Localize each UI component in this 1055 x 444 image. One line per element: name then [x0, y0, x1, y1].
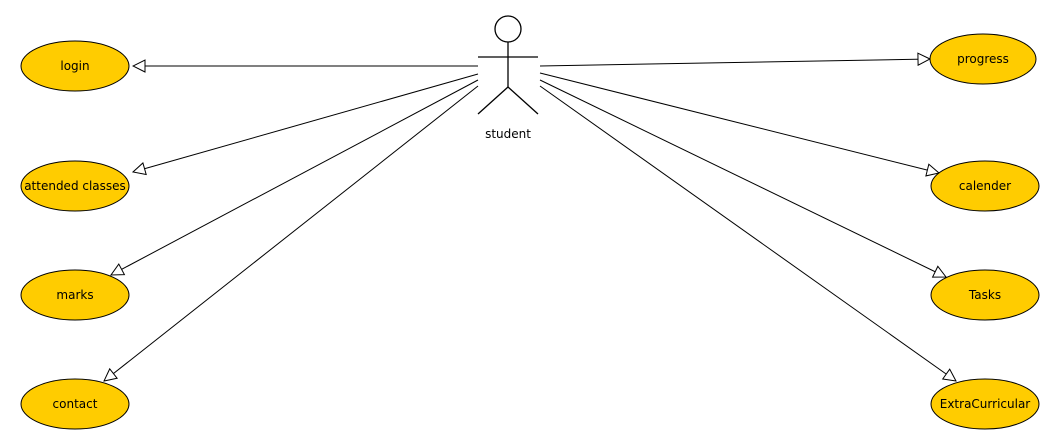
associations	[104, 59, 956, 381]
use-case-label: marks	[56, 288, 93, 302]
use-case-contact[interactable]: contact	[20, 378, 130, 430]
use-case-label: Tasks	[968, 288, 1001, 302]
use-case-calender[interactable]: calender	[930, 160, 1040, 212]
association-contact	[104, 85, 479, 381]
use-case-progress[interactable]: progress	[929, 33, 1037, 85]
use-case-tasks[interactable]: Tasks	[930, 269, 1040, 321]
use-case-label: ExtraCurricular	[940, 397, 1031, 411]
use-case-label: calender	[959, 179, 1011, 193]
use-case-label: contact	[53, 397, 98, 411]
association-marks	[111, 79, 479, 275]
association-progress	[539, 59, 930, 67]
use-case-attended-classes[interactable]: attended classes	[20, 160, 130, 212]
use-case-marks[interactable]: marks	[20, 269, 130, 321]
stick-figure-icon	[477, 15, 539, 115]
actor-label: student	[485, 127, 531, 141]
association-attended-classes	[133, 73, 479, 172]
use-case-label: login	[60, 59, 89, 73]
use-case-login[interactable]: login	[20, 40, 130, 92]
use-case-label: progress	[957, 52, 1009, 66]
association-extracurricular	[539, 85, 956, 381]
use-case-label: attended classes	[24, 179, 126, 193]
association-tasks	[539, 79, 946, 277]
use-case-extracurricular[interactable]: ExtraCurricular	[930, 378, 1040, 430]
association-calender	[539, 72, 939, 173]
actor-student[interactable]: student	[477, 15, 539, 141]
